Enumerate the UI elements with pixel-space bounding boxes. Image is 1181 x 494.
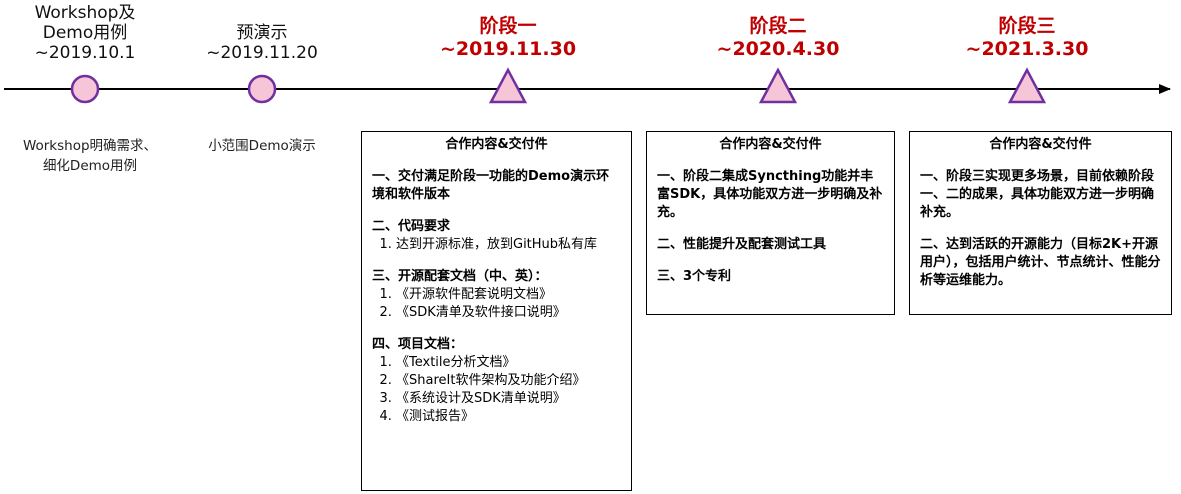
section-list: 《Textile分析文档》 《ShareIt软件架构及功能介绍》 《系统设计及S… <box>372 354 621 426</box>
list-item: 《系统设计及SDK清单说明》 <box>396 390 621 408</box>
list-item: 《Textile分析文档》 <box>396 354 621 372</box>
box-section: 二、性能提升及配套测试工具 <box>657 236 884 254</box>
section-heading: 三、开源配套文档（中、英）： <box>372 269 548 284</box>
section-list: 《开源软件配套说明文档》 《SDK清单及软件接口说明》 <box>372 286 621 322</box>
phase-date: ~2020.4.30 <box>716 38 840 60</box>
phase-name: 阶段三 <box>998 15 1056 37</box>
phase-3-deliverables-box: 合作内容&交付件 一、阶段三实现更多场景，目前依赖阶段一、二的成果，具体功能双方… <box>909 131 1172 315</box>
list-item: 《ShareIt软件架构及功能介绍》 <box>396 372 621 390</box>
section-heading: 二、代码要求 <box>372 219 451 234</box>
list-item: 《测试报告》 <box>396 408 621 426</box>
phase-1-deliverables-box: 合作内容&交付件 一、交付满足阶段一功能的Demo演示环境和软件版本 二、代码要… <box>361 131 632 491</box>
box-section: 二、代码要求 达到开源标准，放到GitHub私有库 <box>372 218 621 254</box>
section-list: 达到开源标准，放到GitHub私有库 <box>372 236 621 254</box>
milestone-description: Workshop明确需求、 细化Demo用例 <box>5 136 175 176</box>
milestone-description: 小范围Demo演示 <box>187 136 337 156</box>
milestone-title-line: Demo用例 <box>42 23 128 43</box>
milestone-date: ~2019.11.20 <box>206 43 318 63</box>
box-section: 二、达到活跃的开源能力（目标2K+开源用户），包括用户统计、节点统计、性能分析等… <box>920 236 1161 290</box>
list-item: 《SDK清单及软件接口说明》 <box>396 304 621 322</box>
phase-label: 阶段三 ~2021.3.30 <box>947 15 1107 61</box>
milestone-marker <box>247 74 277 104</box>
milestone-date: ~2019.10.1 <box>34 43 136 63</box>
phase-label: 阶段一 ~2019.11.30 <box>428 15 588 61</box>
milestone-marker <box>70 74 100 104</box>
section-heading: 二、达到活跃的开源能力（目标2K+开源用户），包括用户统计、节点统计、性能分析等… <box>920 237 1161 288</box>
section-heading: 一、阶段二集成Syncthing功能并丰富SDK，具体功能双方进一步明确及补充。 <box>657 169 883 220</box>
box-section: 一、阶段三实现更多场景，目前依赖阶段一、二的成果，具体功能双方进一步明确补充。 <box>920 168 1161 222</box>
section-heading: 四、项目文档： <box>372 337 464 352</box>
section-heading: 二、性能提升及配套测试工具 <box>657 237 827 252</box>
box-section: 一、交付满足阶段一功能的Demo演示环境和软件版本 <box>372 168 621 204</box>
box-section: 三、开源配套文档（中、英）： 《开源软件配套说明文档》 《SDK清单及软件接口说… <box>372 268 621 322</box>
section-heading: 一、阶段三实现更多场景，目前依赖阶段一、二的成果，具体功能双方进一步明确补充。 <box>920 169 1155 220</box>
milestone-description-line: 细化Demo用例 <box>42 158 138 174</box>
phase-label: 阶段二 ~2020.4.30 <box>698 15 858 61</box>
milestone-title-line: 预演示 <box>236 23 288 43</box>
list-item: 《开源软件配套说明文档》 <box>396 286 621 304</box>
phase-2-deliverables-box: 合作内容&交付件 一、阶段二集成Syncthing功能并丰富SDK，具体功能双方… <box>646 131 895 315</box>
milestone-label: Workshop及 Demo用例 ~2019.10.1 <box>5 3 165 63</box>
milestone-label: 预演示 ~2019.11.20 <box>187 23 337 63</box>
section-heading: 三、3个专利 <box>657 269 732 284</box>
phase-name: 阶段一 <box>479 15 537 37</box>
section-heading: 一、交付满足阶段一功能的Demo演示环境和软件版本 <box>372 169 610 202</box>
phase-marker <box>1007 67 1047 104</box>
box-title: 合作内容&交付件 <box>989 137 1092 152</box>
phase-date: ~2021.3.30 <box>965 38 1089 60</box>
box-section: 四、项目文档： 《Textile分析文档》 《ShareIt软件架构及功能介绍》… <box>372 336 621 426</box>
box-title: 合作内容&交付件 <box>445 137 548 152</box>
phase-marker <box>758 67 798 104</box>
box-section: 三、3个专利 <box>657 268 884 286</box>
box-title: 合作内容&交付件 <box>719 137 822 152</box>
phase-marker <box>488 67 528 104</box>
list-item: 达到开源标准，放到GitHub私有库 <box>396 236 621 254</box>
milestone-description-line: Workshop明确需求、 <box>22 138 158 154</box>
phase-date: ~2019.11.30 <box>439 38 577 60</box>
box-section: 一、阶段二集成Syncthing功能并丰富SDK，具体功能双方进一步明确及补充。 <box>657 168 884 222</box>
phase-name: 阶段二 <box>749 15 807 37</box>
milestone-title-line: Workshop及 <box>34 3 136 23</box>
milestone-description-line: 小范围Demo演示 <box>208 138 316 154</box>
